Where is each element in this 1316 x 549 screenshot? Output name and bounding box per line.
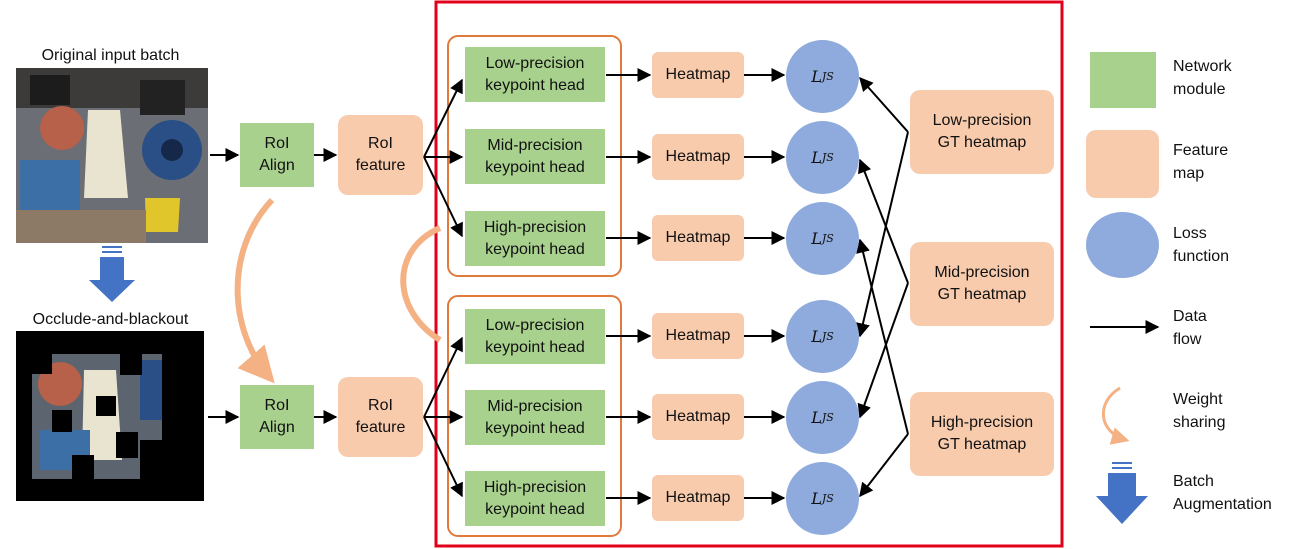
legend-share-label: Weight sharing xyxy=(1173,391,1226,431)
occluded-input-label: Occlude-and-blackout xyxy=(32,311,189,328)
flow-feature-high-bottom xyxy=(423,416,463,498)
loss-subscript: JS xyxy=(821,69,834,83)
high-precision-head-top-label: High-precision keypoint head xyxy=(483,218,587,258)
legend-loss-label: Loss function xyxy=(1173,225,1230,265)
loss-subscript: JS xyxy=(821,491,834,505)
roi-align-top-label: RoI Align xyxy=(259,135,295,174)
gt-heatmap-high: High-precision GT heatmap xyxy=(910,392,1054,476)
heatmap-top-high: Heatmap xyxy=(652,215,744,261)
low-precision-head-bottom-label: Low-precision keypoint head xyxy=(485,316,585,356)
gt-heatmap-low-label: Low-precision GT heatmap xyxy=(932,112,1032,151)
loss-subscript: JS xyxy=(821,329,834,343)
high-precision-head-bottom: High-precision keypoint head xyxy=(465,471,605,526)
mid-precision-head-bottom-label: Mid-precision keypoint head xyxy=(485,397,585,437)
high-precision-head-bottom-label: High-precision keypoint head xyxy=(483,478,587,518)
flow-feature-low-bottom xyxy=(423,336,463,418)
heatmap-top-mid: Heatmap xyxy=(652,134,744,180)
high-precision-head-top: High-precision keypoint head xyxy=(465,211,605,266)
roi-feature-bottom-label: RoI feature xyxy=(355,397,406,436)
row-arrows xyxy=(606,68,786,505)
heatmap-bottom-high: Heatmap xyxy=(652,475,744,521)
roi-align-bottom: RoI Align xyxy=(240,385,314,449)
highlight-frame xyxy=(434,0,1064,548)
augment-arrow xyxy=(89,246,135,302)
weight-sharing-arc-roi xyxy=(234,197,275,384)
legend-feature-swatch xyxy=(1086,130,1159,198)
gt-to-loss-arrows xyxy=(856,76,909,498)
roi-feature-bottom: RoI feature xyxy=(338,377,423,457)
mid-precision-head-bottom: Mid-precision keypoint head xyxy=(465,390,605,445)
legend-network-label: Network module xyxy=(1173,58,1232,98)
legend-batch-augmentation-icon xyxy=(1096,462,1148,524)
gt-heatmap-low: Low-precision GT heatmap xyxy=(910,90,1054,174)
loss-symbol: L xyxy=(811,228,822,248)
flow-feature-high-top xyxy=(423,156,463,238)
weight-sharing-arc-heads xyxy=(400,225,442,343)
loss-subscript: JS xyxy=(821,150,834,164)
occluded-input-image xyxy=(16,331,204,501)
loss-symbol: L xyxy=(811,66,822,86)
roi-feature-top: RoI feature xyxy=(338,115,423,195)
roi-align-top: RoI Align xyxy=(240,123,314,187)
loss-symbol: L xyxy=(811,147,822,167)
loss-symbol: L xyxy=(811,326,822,346)
heatmap-bottom-mid: Heatmap xyxy=(652,394,744,440)
mid-precision-head-top-label: Mid-precision keypoint head xyxy=(485,136,585,176)
gt-heatmap-mid: Mid-precision GT heatmap xyxy=(910,242,1054,326)
low-precision-head-top-label: Low-precision keypoint head xyxy=(485,54,585,94)
gt-heatmap-high-label: High-precision GT heatmap xyxy=(930,414,1034,453)
roi-align-bottom-label: RoI Align xyxy=(259,397,295,436)
legend-weight-sharing-icon xyxy=(1102,386,1130,445)
heatmap-top-low: Heatmap xyxy=(652,52,744,98)
low-precision-head-bottom: Low-precision keypoint head xyxy=(465,309,605,364)
loss-subscript: JS xyxy=(821,410,834,424)
loss-symbol: L xyxy=(811,488,822,508)
loss-subscript: JS xyxy=(821,231,834,245)
low-precision-head-top: Low-precision keypoint head xyxy=(465,47,605,102)
original-input-image xyxy=(16,68,208,243)
loss-symbol: L xyxy=(811,407,822,427)
gt-heatmap-mid-label: Mid-precision GT heatmap xyxy=(934,264,1030,303)
legend-flow-label: Data flow xyxy=(1173,308,1207,348)
legend-aug-label: Batch Augmentation xyxy=(1173,473,1272,513)
roi-feature-top-label: RoI feature xyxy=(355,135,406,174)
legend-feature-label: Feature map xyxy=(1173,142,1229,182)
legend-network-swatch xyxy=(1090,52,1156,108)
mid-precision-head-top: Mid-precision keypoint head xyxy=(465,129,605,184)
original-input-label: Original input batch xyxy=(41,47,180,64)
heatmap-bottom-low: Heatmap xyxy=(652,313,744,359)
legend-loss-swatch xyxy=(1086,212,1159,278)
flow-feature-low-top xyxy=(423,78,463,158)
